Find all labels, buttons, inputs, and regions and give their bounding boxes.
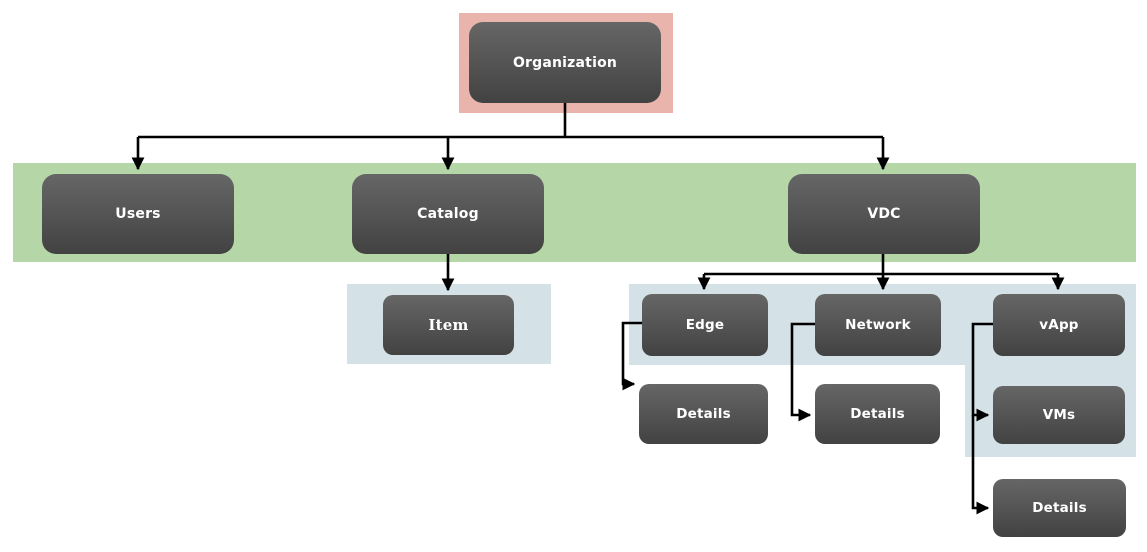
node-vapp-details: Details [993,479,1126,537]
node-item: Item [383,295,514,355]
node-organization: Organization [469,22,661,103]
node-edge-details: Details [639,384,768,444]
node-edge: Edge [642,294,768,356]
node-vms: VMs [993,386,1125,444]
edge-vapp-vms [971,322,993,422]
edge-network-details [790,322,815,422]
node-vapp: vApp [993,294,1125,356]
edge-vapp-details [971,415,990,515]
node-network-details: Details [815,384,940,444]
node-users: Users [42,174,234,254]
edge-edge-details [621,321,642,391]
node-network: Network [815,294,941,356]
node-vdc: VDC [788,174,980,254]
node-catalog: Catalog [352,174,544,254]
